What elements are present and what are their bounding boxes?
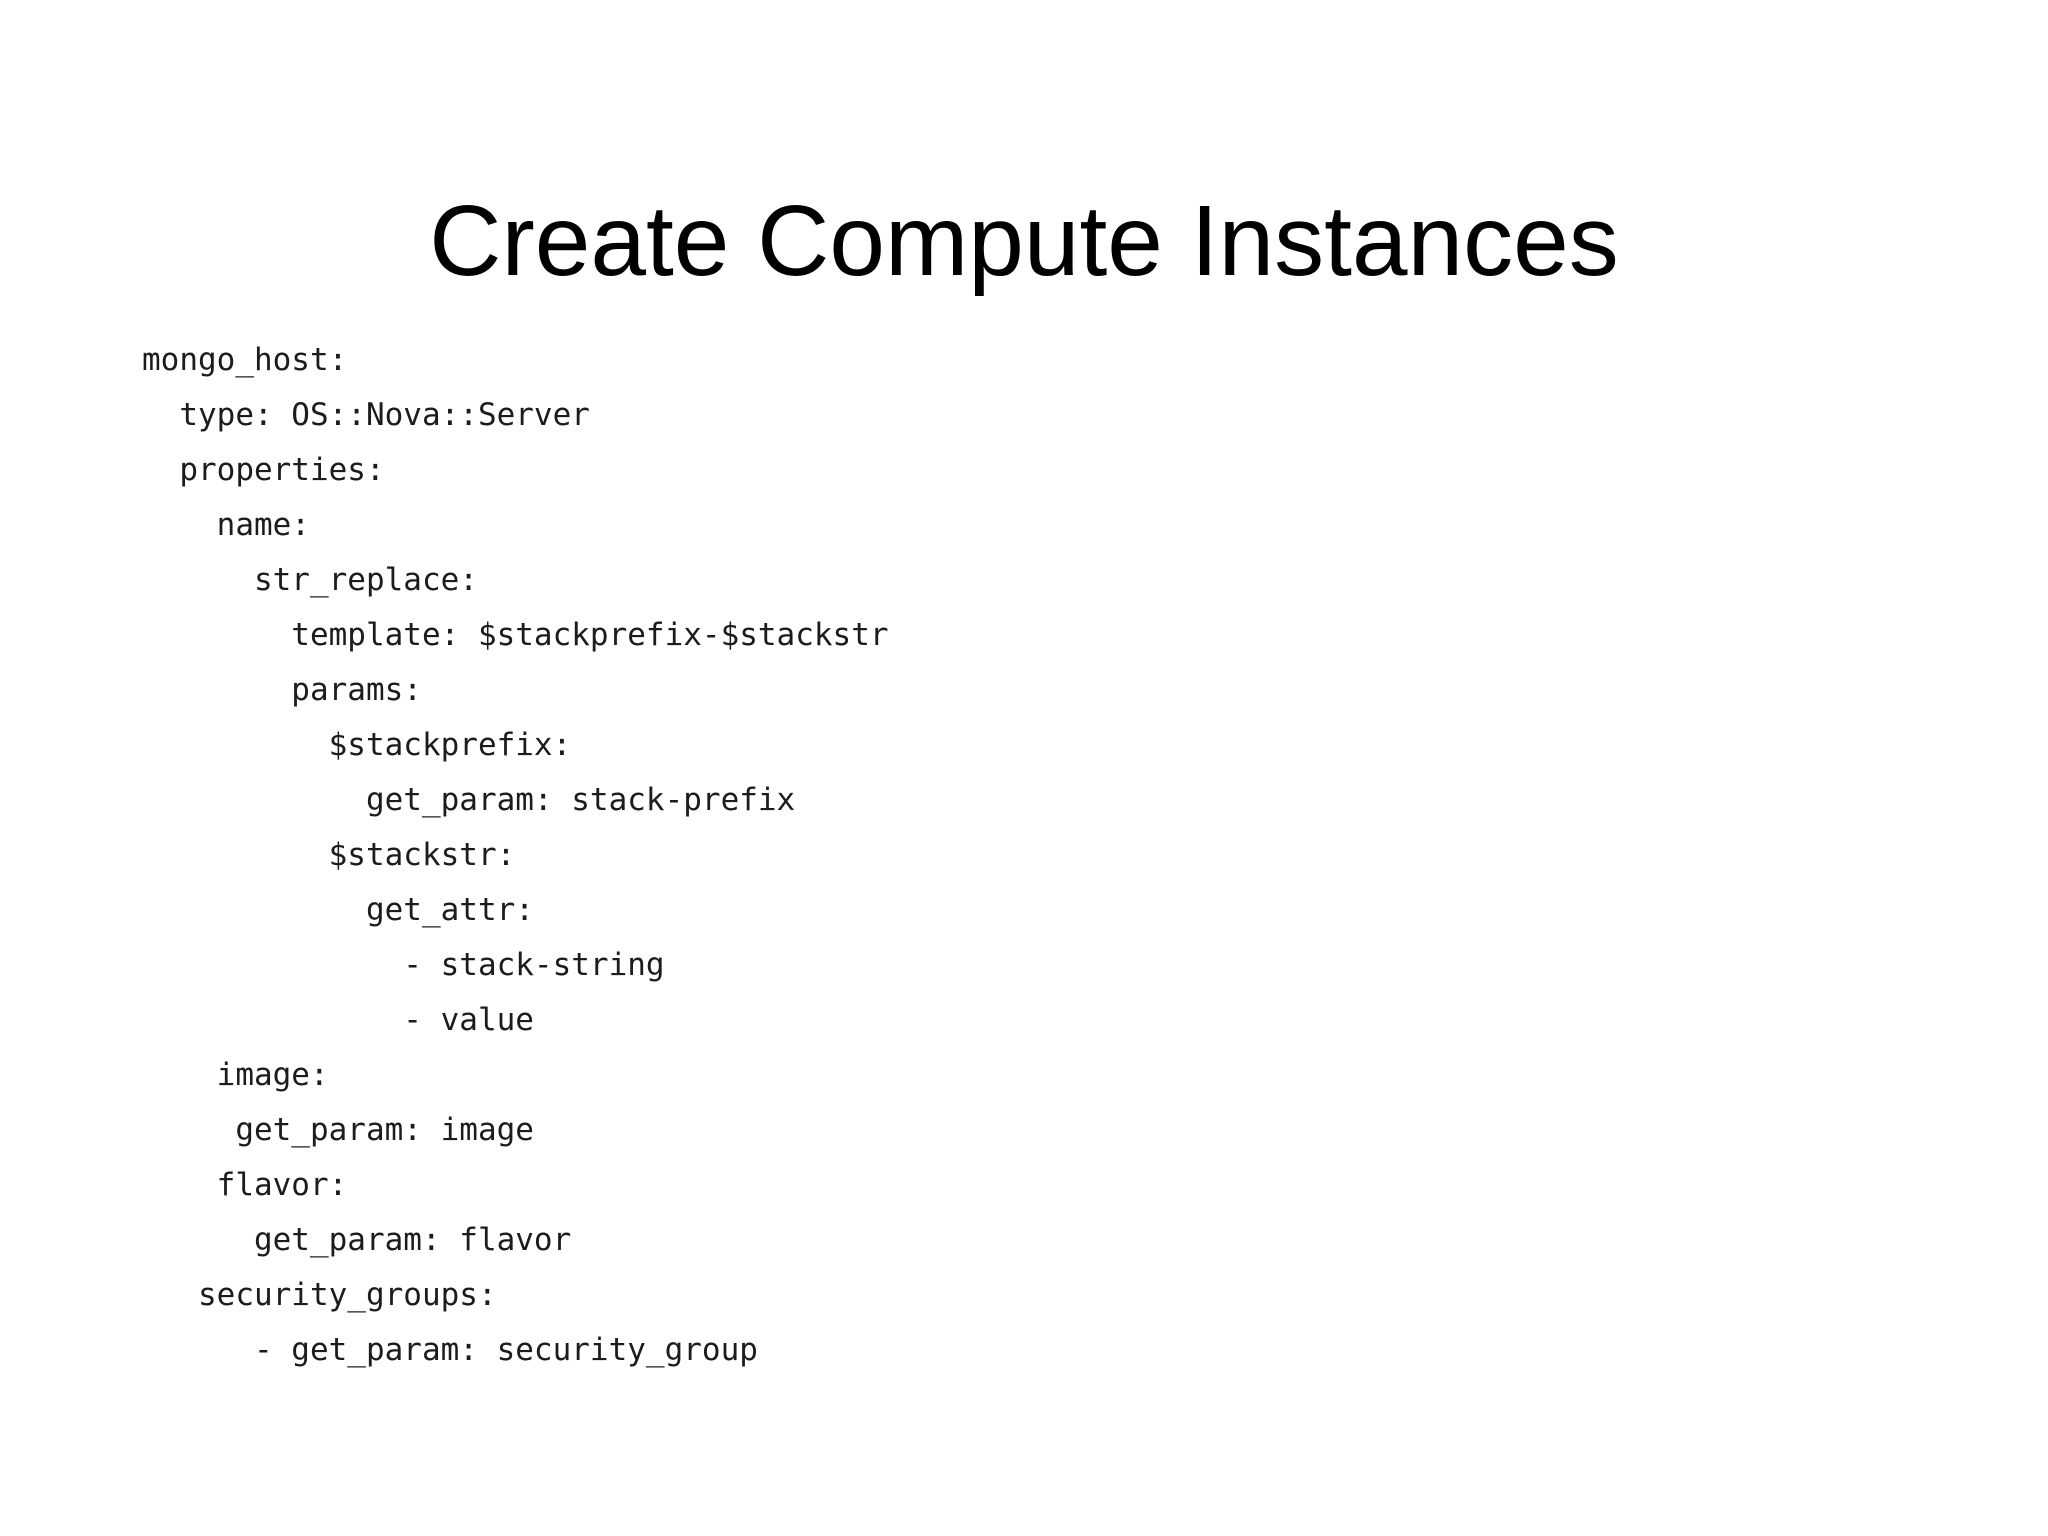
code-line: - stack-string	[142, 947, 665, 983]
code-line: get_param: image	[142, 1112, 534, 1148]
code-line: flavor:	[142, 1167, 348, 1203]
code-line: properties:	[142, 452, 385, 488]
code-line: params:	[142, 672, 422, 708]
yaml-code-block: mongo_host: type: OS::Nova::Server prope…	[142, 333, 889, 1378]
code-line: - value	[142, 1002, 534, 1038]
code-line: get_attr:	[142, 892, 534, 928]
code-line: name:	[142, 507, 310, 543]
page-title: Create Compute Instances	[429, 185, 1619, 297]
code-line: - get_param: security_group	[142, 1332, 758, 1368]
code-line: $stackprefix:	[142, 727, 572, 763]
code-line: str_replace:	[142, 562, 478, 598]
code-line: get_param: flavor	[142, 1222, 572, 1258]
code-line: get_param: stack-prefix	[142, 782, 796, 818]
code-line: image:	[142, 1057, 329, 1093]
code-line: $stackstr:	[142, 837, 516, 873]
code-line: template: $stackprefix-$stackstr	[142, 617, 889, 653]
code-line: type: OS::Nova::Server	[142, 397, 590, 433]
code-line: security_groups:	[142, 1277, 497, 1313]
code-line: mongo_host:	[142, 342, 348, 378]
